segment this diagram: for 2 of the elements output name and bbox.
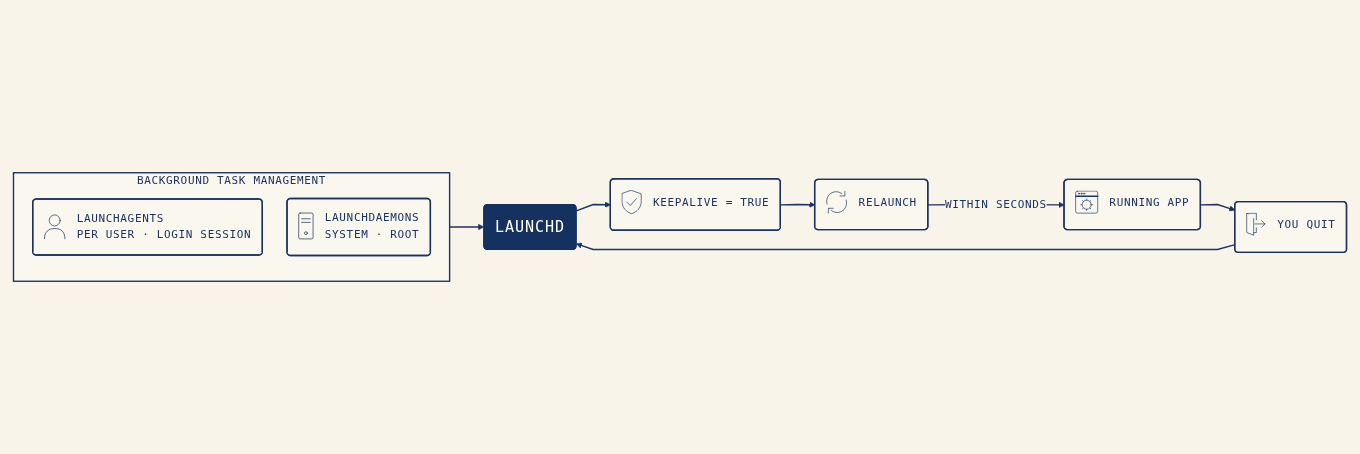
edge-label: WITHIN SECONDS xyxy=(944,197,1047,211)
arrow xyxy=(575,201,611,212)
